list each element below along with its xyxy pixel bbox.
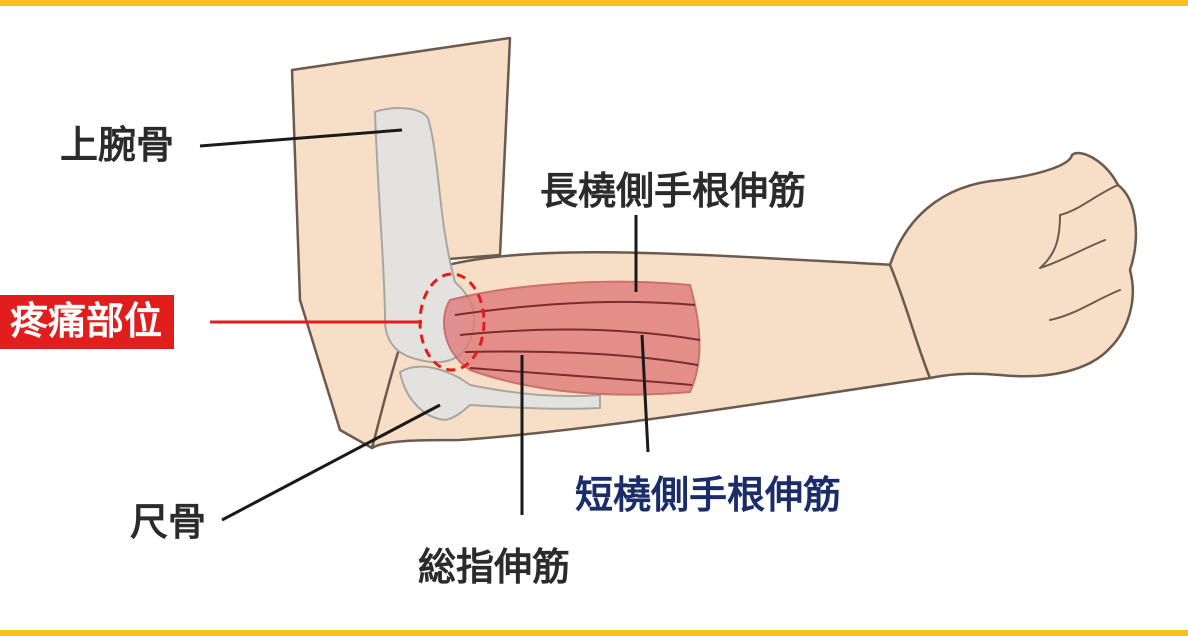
bottom-frame-bar [0, 630, 1188, 636]
humerus-label: 上腕骨 [60, 126, 174, 164]
ecrb-label: 短橈側手根伸筋 [575, 476, 841, 514]
edc-label: 総指伸筋 [418, 548, 570, 586]
hand-fist [890, 153, 1136, 378]
ulna-label: 尺骨 [130, 503, 206, 541]
pain-site-label: 疼痛部位 [0, 295, 174, 349]
ecrl-label: 長橈側手根伸筋 [540, 172, 806, 210]
ulna-leader-line [222, 405, 440, 520]
